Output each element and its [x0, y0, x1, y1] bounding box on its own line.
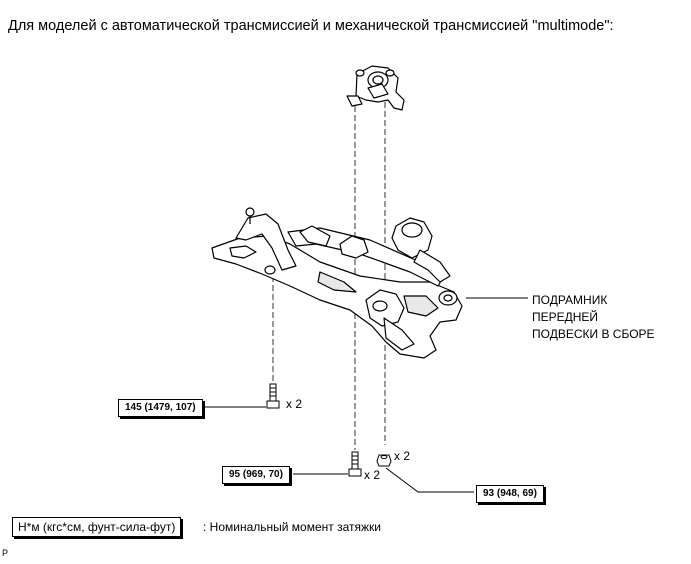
legend-description: : Номинальный момент затяжки [203, 520, 381, 534]
bolt-95 [348, 451, 362, 477]
nut-93 [376, 454, 392, 467]
subframe-label-line-3: ПОДВЕСКИ В СБОРЕ [532, 327, 655, 341]
qty-95: x 2 [364, 468, 381, 482]
front-suspension-crossmember [211, 207, 463, 359]
leader-lines [199, 297, 528, 493]
torque-box-93: 93 (948, 69) [476, 485, 544, 503]
qty-145: x 2 [286, 397, 303, 411]
legend-units-box: Н*м (кгс*см, фунт-сила-фут) [12, 517, 182, 537]
torque-box-95: 95 (969, 70) [222, 466, 290, 484]
subframe-label: ПОДРАМНИК ПЕРЕДНЕЙ ПОДВЕСКИ В СБОРЕ [532, 292, 655, 343]
bolt-145 [266, 383, 280, 409]
qty-93: x 2 [394, 449, 411, 463]
engine-mount-bracket [346, 65, 405, 111]
subframe-label-line-1: ПОДРАМНИК [532, 293, 608, 307]
torque-box-145: 145 (1479, 107) [118, 399, 203, 417]
subframe-label-line-2: ПЕРЕДНЕЙ [532, 310, 599, 324]
page-heading: Для моделей с автоматической трансмиссие… [8, 18, 614, 34]
corner-mark: P [2, 548, 9, 558]
